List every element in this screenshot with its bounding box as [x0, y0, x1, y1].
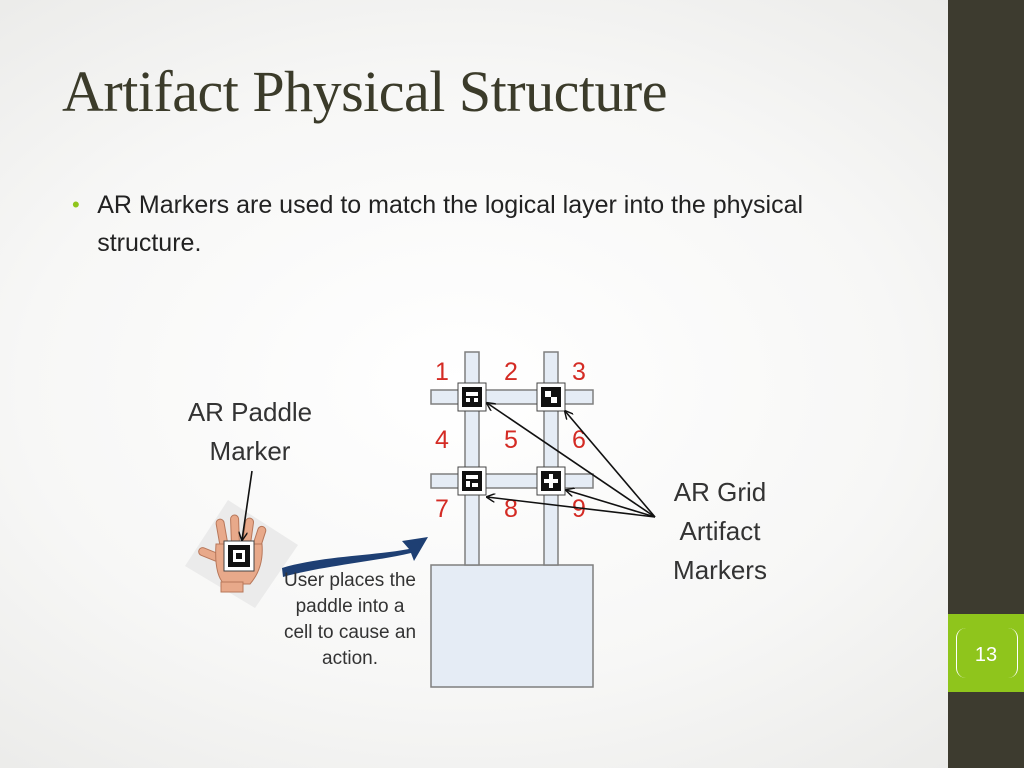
- page-number: 13: [974, 644, 998, 666]
- grid-label-line: Markers: [673, 555, 767, 585]
- caption-line: action.: [322, 648, 378, 669]
- paddle-label-line: AR Paddle: [188, 397, 312, 427]
- cell-number: 2: [504, 358, 518, 386]
- grid-bar-middle: [430, 473, 594, 489]
- grid-label-line: Artifact: [680, 516, 762, 546]
- grid-label-line: AR Grid: [674, 477, 766, 507]
- paddle-pointer-line: [242, 470, 253, 540]
- pointer-arrow: [487, 497, 656, 518]
- ar-structure-diagram: 1 2 3 4 5 6 7 8 9 AR Grid Artifact Marke…: [185, 351, 767, 688]
- action-arrow: [282, 537, 428, 577]
- grid-bar-top: [430, 389, 594, 405]
- bullet-text: AR Markers are used to match the logical…: [97, 191, 804, 257]
- bullet-item: • AR Markers are used to match the logic…: [72, 186, 832, 262]
- cell-number: 4: [435, 426, 449, 454]
- page-number-badge: 13: [948, 614, 1024, 692]
- caption-line: User places the: [284, 570, 416, 591]
- caption-line: cell to cause an: [284, 622, 416, 643]
- pointer-arrow: [487, 403, 656, 518]
- grid-marker-icon: [457, 466, 487, 496]
- paddle-label-line: Marker: [210, 436, 291, 466]
- cell-number: 9: [572, 495, 586, 523]
- cell-number: 8: [504, 495, 518, 523]
- cell-number: 6: [572, 426, 586, 454]
- structure-base: [430, 564, 594, 688]
- bullet-dot-icon: •: [72, 192, 80, 217]
- cell-number: 5: [504, 426, 518, 454]
- caption-line: paddle into a: [296, 596, 405, 617]
- grid-marker-icon: [536, 382, 566, 412]
- grid-marker-icon: [536, 466, 566, 496]
- cell-number: 7: [435, 495, 449, 523]
- bracket-frame-icon: [956, 628, 1018, 678]
- cell-number: 3: [572, 358, 586, 386]
- hand-photo: [185, 500, 298, 608]
- slide-title: Artifact Physical Structure: [62, 59, 668, 124]
- cell-number: 1: [435, 358, 449, 386]
- pointer-arrow: [566, 490, 656, 518]
- pointer-arrow: [565, 411, 656, 518]
- grid-marker-icon: [457, 382, 487, 412]
